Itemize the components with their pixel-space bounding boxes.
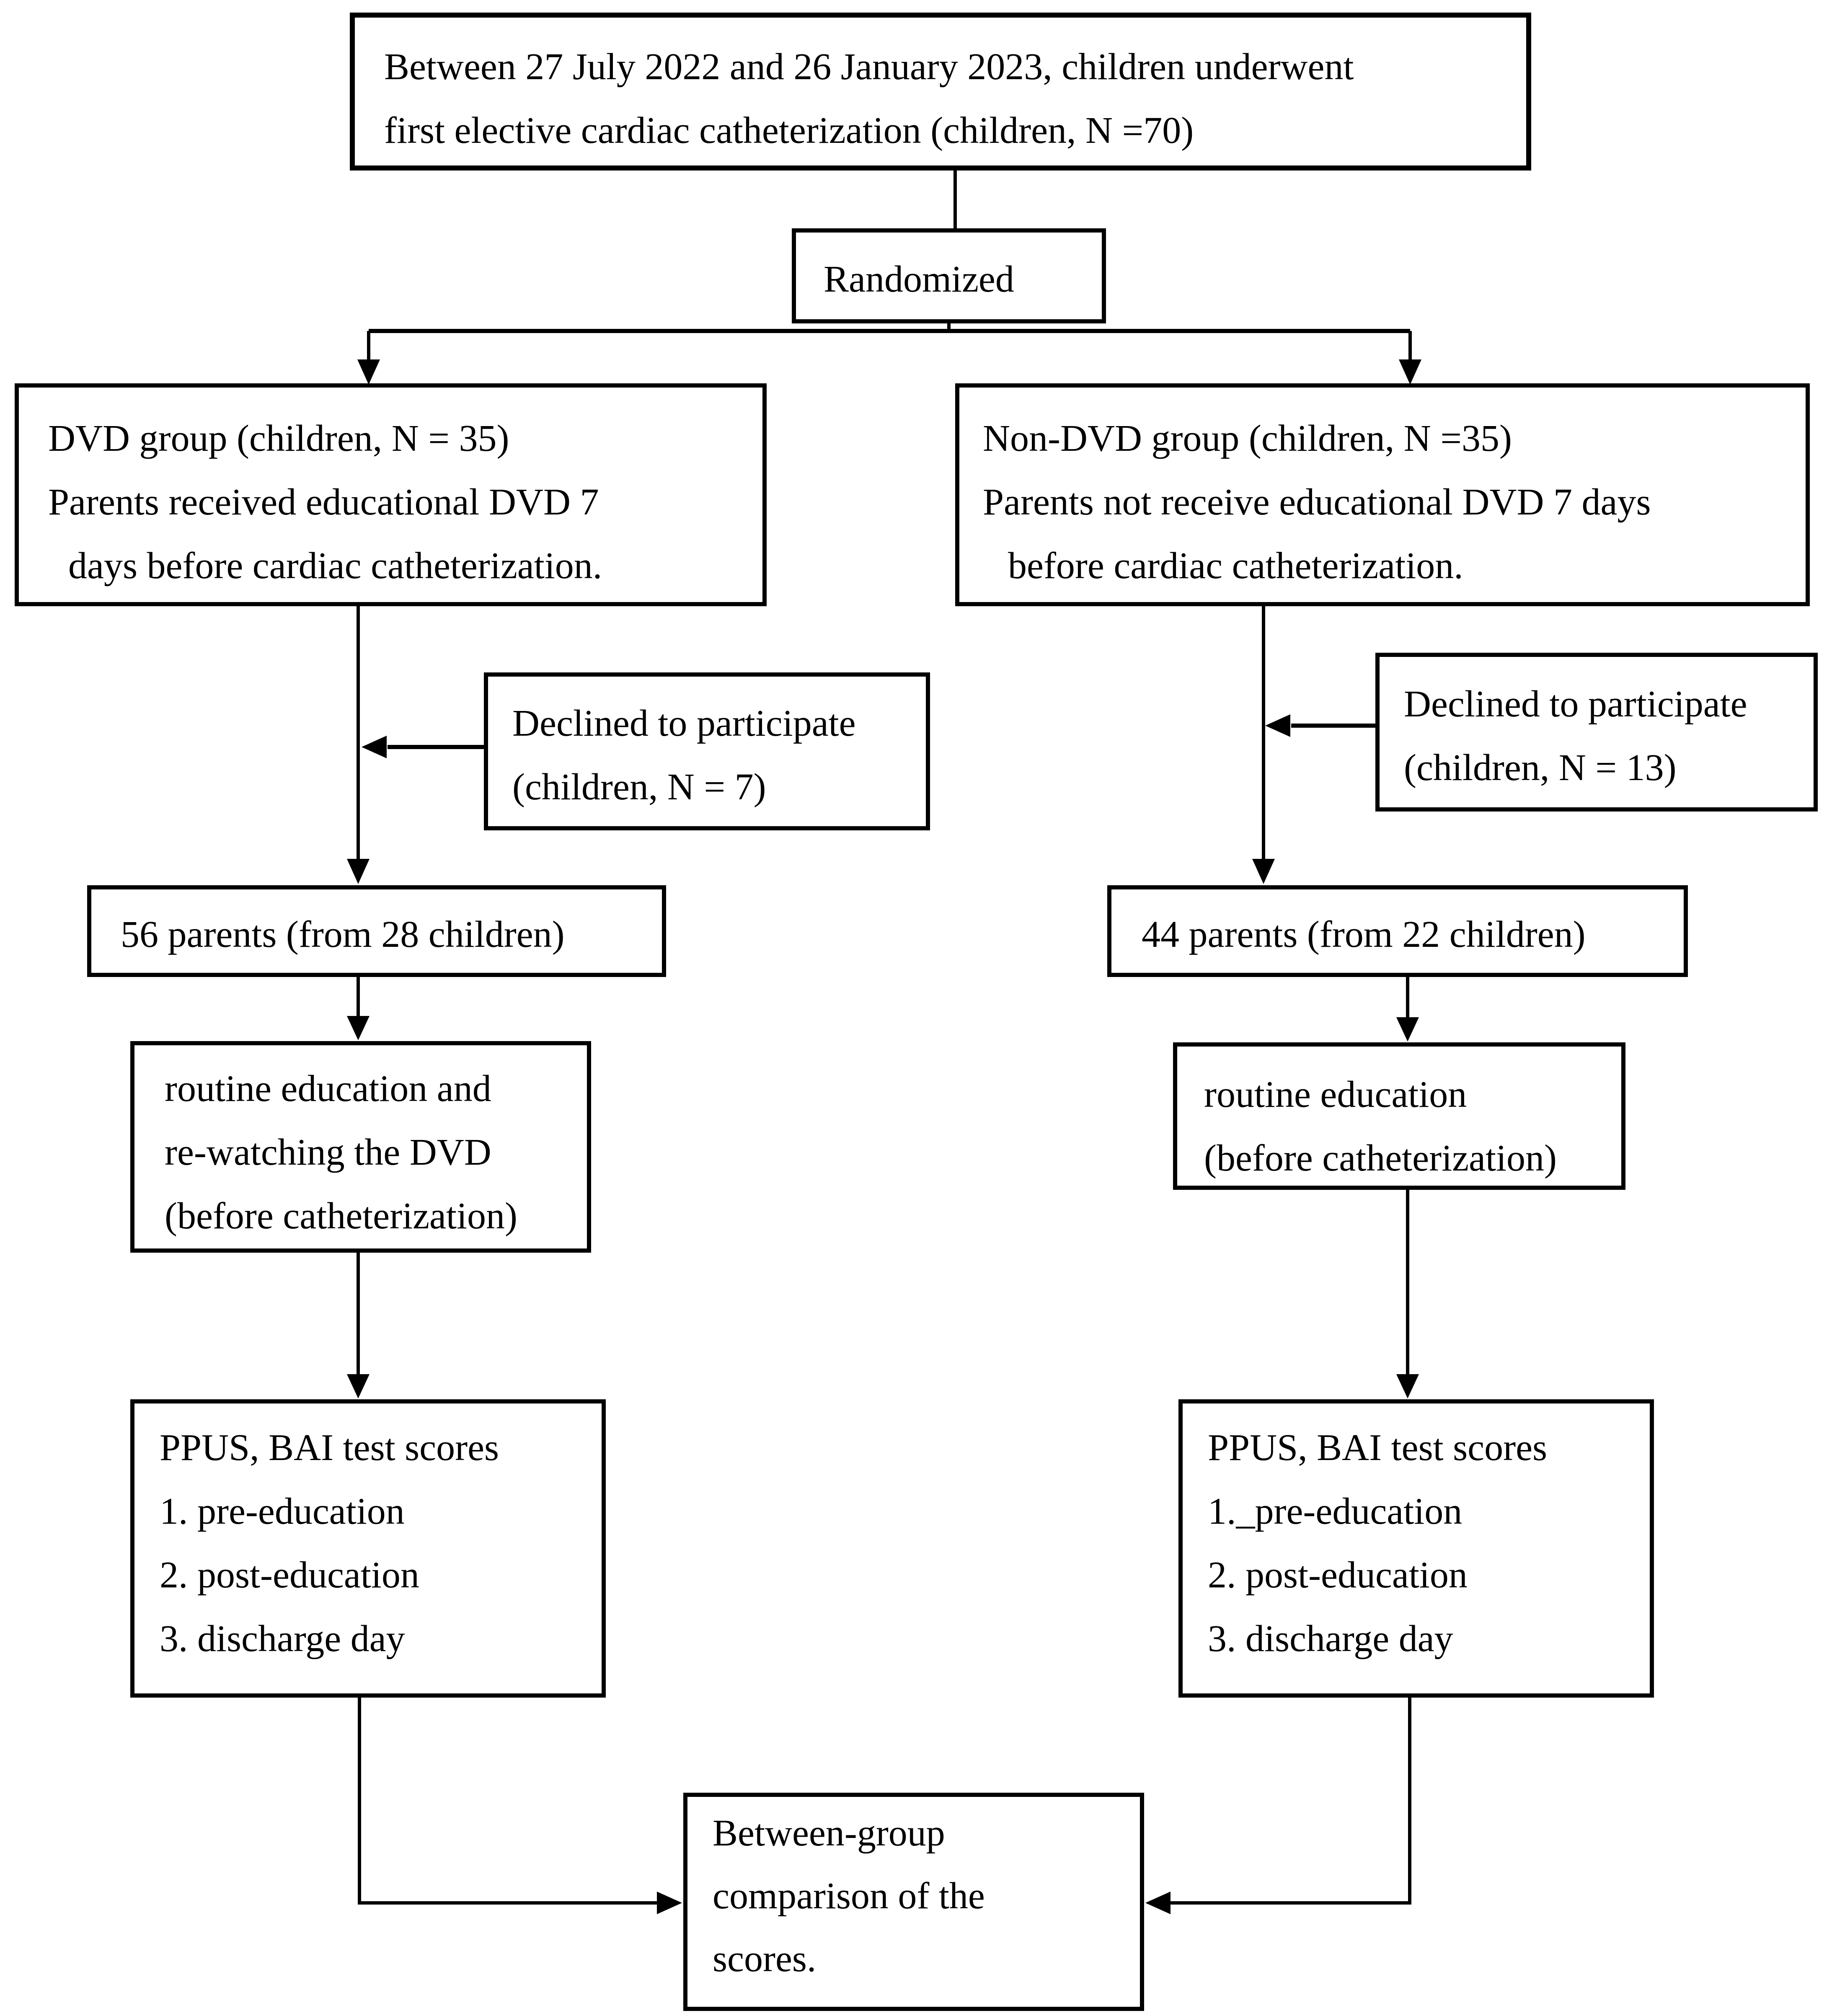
declined-dvd-box: Declined to participate (children, N = 7… bbox=[484, 672, 930, 830]
text-line: (children, N = 13) bbox=[1404, 747, 1677, 788]
randomized-box: Randomized bbox=[792, 228, 1106, 323]
arrowhead-education-scores-nondvd bbox=[1396, 1374, 1419, 1398]
text-line: 1. pre-education bbox=[160, 1491, 405, 1532]
arrowhead-parents-education-dvd bbox=[347, 1016, 370, 1040]
text-line: first elective cardiac catheterization (… bbox=[384, 110, 1194, 151]
text-line: 3. discharge day bbox=[1208, 1618, 1453, 1659]
arrowhead-parents-education-nondvd bbox=[1396, 1017, 1419, 1042]
text-line: routine education and bbox=[165, 1068, 491, 1109]
text-line: DVD group (children, N = 35) bbox=[48, 418, 509, 459]
comparison-box: Between-group comparison of the scores. bbox=[683, 1793, 1144, 2011]
text-line: re-watching the DVD bbox=[165, 1132, 491, 1173]
connector-scores-comparison-dvd bbox=[358, 1698, 659, 1905]
education-dvd-box: routine education and re-watching the DV… bbox=[130, 1041, 591, 1253]
arrowhead-education-scores-dvd bbox=[347, 1374, 370, 1398]
text-line: Between 27 July 2022 and 26 January 2023… bbox=[384, 46, 1354, 88]
declined-non-dvd-box: Declined to participate (children, N = 1… bbox=[1375, 653, 1818, 812]
text-line: Between-group bbox=[713, 1812, 945, 1854]
text-line: days before cardiac catheterization. bbox=[68, 545, 602, 587]
text-line: Non-DVD group (children, N =35) bbox=[983, 418, 1512, 459]
text-line: scores. bbox=[713, 1938, 817, 1980]
text-line: Declined to participate bbox=[1404, 683, 1747, 725]
arrowhead-scores-comparison-dvd bbox=[657, 1892, 682, 1914]
text-line: 2. post-education bbox=[1208, 1554, 1468, 1596]
text-line: Declined to participate bbox=[512, 703, 856, 744]
text-line: PPUS, BAI test scores bbox=[160, 1427, 499, 1468]
arrowhead-declined-nondvd bbox=[1265, 714, 1290, 737]
non-dvd-group-box: Non-DVD group (children, N =35) Parents … bbox=[955, 383, 1810, 606]
text-line: (children, N = 7) bbox=[512, 766, 766, 808]
text-line: (before catheterization) bbox=[165, 1195, 517, 1237]
enrollment-box: Between 27 July 2022 and 26 January 2023… bbox=[350, 13, 1531, 171]
text-line: comparison of the bbox=[713, 1875, 985, 1917]
arrowhead-dvd-parents bbox=[347, 859, 370, 884]
text-line: 3. discharge day bbox=[160, 1618, 405, 1659]
text-line: (before catheterization) bbox=[1204, 1137, 1557, 1179]
text-line: routine education bbox=[1204, 1074, 1467, 1115]
arrowhead-scores-comparison-nondvd bbox=[1145, 1892, 1171, 1914]
parents-non-dvd-box: 44 parents (from 22 children) bbox=[1107, 885, 1688, 977]
connector-scores-comparison-nondvd bbox=[1169, 1698, 1411, 1905]
arrowhead-declined-dvd bbox=[362, 736, 387, 758]
text-line: 2. post-education bbox=[160, 1554, 419, 1596]
text-line: Parents not receive educational DVD 7 da… bbox=[983, 481, 1651, 523]
scores-non-dvd-box: PPUS, BAI test scores 1._pre-education 2… bbox=[1178, 1399, 1654, 1698]
text-line: Parents received educational DVD 7 bbox=[48, 481, 599, 523]
text-line: 56 parents (from 28 children) bbox=[121, 914, 565, 955]
scores-dvd-box: PPUS, BAI test scores 1. pre-education 2… bbox=[130, 1399, 606, 1698]
dvd-group-box: DVD group (children, N = 35) Parents rec… bbox=[15, 383, 767, 606]
arrowhead-split-nondvd bbox=[1399, 359, 1421, 385]
education-non-dvd-box: routine education (before catheterizatio… bbox=[1173, 1042, 1625, 1190]
text-line: PPUS, BAI test scores bbox=[1208, 1427, 1548, 1468]
text-line: before cardiac catheterization. bbox=[1008, 545, 1463, 587]
parents-dvd-box: 56 parents (from 28 children) bbox=[87, 885, 666, 977]
text-line: 1._pre-education bbox=[1208, 1491, 1462, 1532]
text-line: Randomized bbox=[824, 258, 1014, 300]
text-line: 44 parents (from 22 children) bbox=[1142, 914, 1586, 955]
arrowhead-split-dvd bbox=[357, 359, 380, 385]
arrowhead-nondvd-parents bbox=[1252, 859, 1275, 884]
